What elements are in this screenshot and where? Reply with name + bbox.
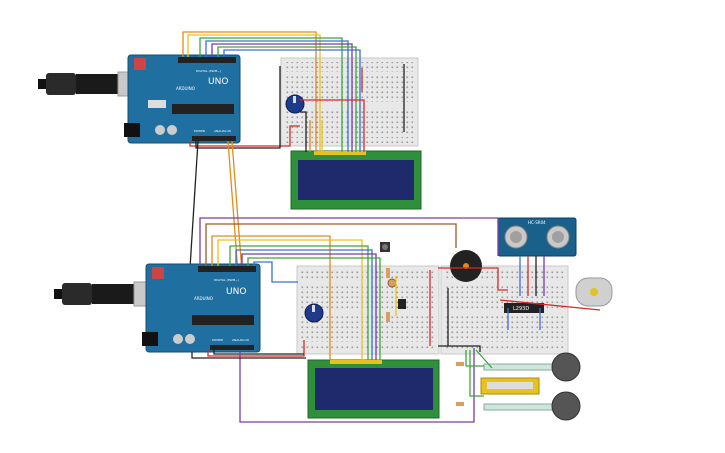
lcd-display-top (290, 150, 422, 210)
arduino-top-analog-label: ANALOG IN (214, 129, 231, 133)
breadboard-top (280, 57, 419, 147)
force-sensor-icon (483, 352, 581, 421)
dc-motor-icon (575, 277, 613, 307)
arduino-uno-top: UNO ARDUINO DIGITAL (PWM~) POWER ANALOG … (124, 54, 241, 144)
arduino-top-power-label: POWER (194, 129, 205, 133)
arduino-bottom-digital-label: DIGITAL (PWM~) (214, 278, 239, 282)
arduino-top-model-label: UNO (208, 77, 228, 87)
arduino-bottom-brand-label: ARDUINO (194, 296, 213, 301)
motor-driver-label: L293D (513, 306, 529, 312)
arduino-bottom-power-label: POWER (212, 338, 223, 342)
pushbutton-icon (380, 242, 390, 252)
buzzer-icon (450, 250, 482, 282)
motor-driver-chip: L293D (504, 303, 544, 313)
arduino-bottom-analog-label: ANALOG IN (232, 338, 249, 342)
potentiometer-icon-bottom (304, 303, 324, 323)
wires-top (182, 31, 405, 152)
lcd-display-bottom (307, 359, 440, 419)
ultrasonic-model-label: HC-SR04 (528, 220, 546, 225)
resistors (386, 268, 464, 406)
arduino-bottom-model-label: UNO (226, 287, 246, 297)
potentiometer-icon (285, 94, 305, 114)
arduino-top-digital-label: DIGITAL (PWM~) (196, 69, 221, 73)
arduino-top-brand-label: ARDUINO (176, 86, 195, 91)
ultrasonic-sensor: HC-SR04 (497, 217, 577, 257)
slide-component (480, 377, 540, 395)
wires-bottom (191, 217, 601, 423)
arduino-uno-bottom: UNO ARDUINO DIGITAL (PWM~) POWER ANALOG … (142, 263, 261, 353)
